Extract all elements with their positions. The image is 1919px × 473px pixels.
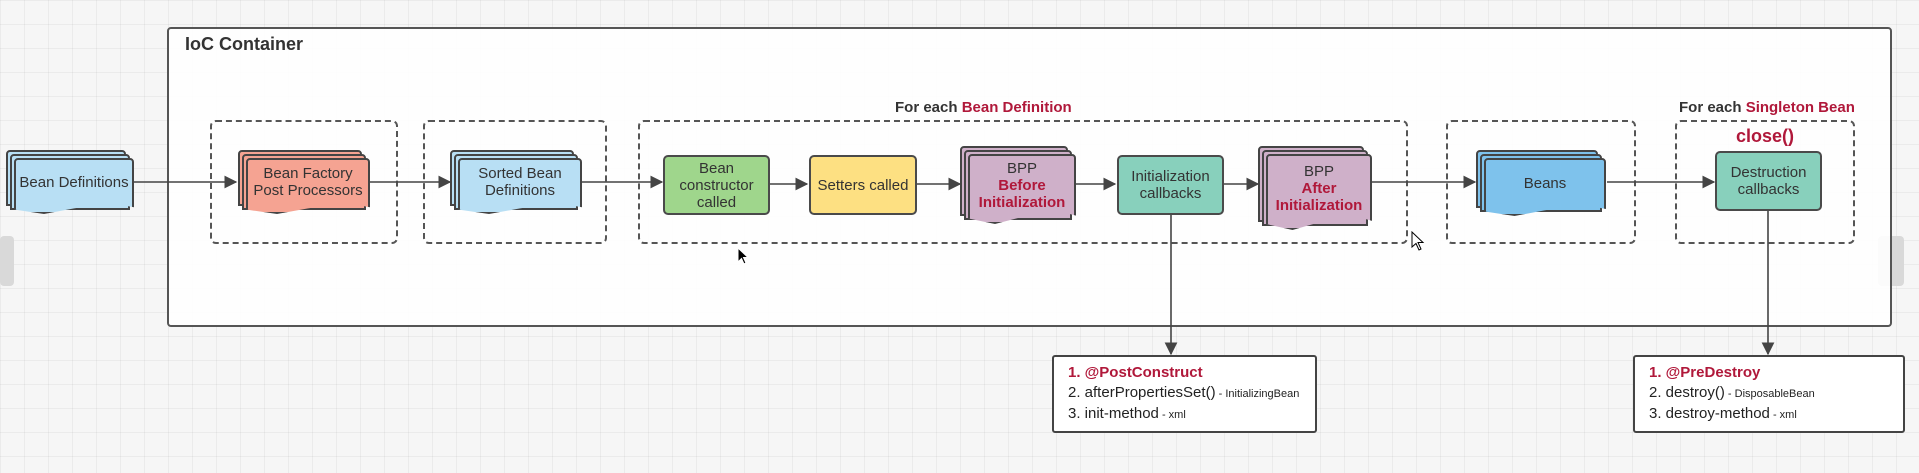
close-method-label: close() [1736, 126, 1795, 146]
container-title: IoC Container [185, 34, 304, 54]
bean-definition-group-label: For each Bean Definition [895, 99, 1072, 116]
group-label-prefix: For each [895, 99, 962, 116]
left-side-tab[interactable] [0, 236, 14, 286]
singleton-bean-group-label: For each Singleton Bean [1679, 99, 1855, 116]
bean-constructor-node: Bean constructor called [663, 155, 770, 215]
setters-called-node: Setters called [809, 155, 917, 215]
group-label-prefix: For each [1679, 99, 1746, 116]
init-method-item: 3. init-method - xml [1068, 404, 1315, 425]
bpp-after-highlight: After Initialization [1275, 179, 1363, 214]
beans-node: Beans [1476, 150, 1606, 216]
bean-definitions-node: Bean Definitions [6, 150, 134, 214]
group-label-highlight: Singleton Bean [1745, 99, 1855, 116]
bpp-before-title: BPP [1006, 159, 1037, 177]
sorted-bean-definitions-node: Sorted Bean Definitions [450, 150, 582, 214]
item-detail: - xml [1158, 409, 1186, 421]
mouse-cursor-icon [1411, 231, 1425, 251]
destruction-callbacks-node: Destruction callbacks [1715, 151, 1822, 211]
bpp-before-node: BPP Before Initialization [960, 146, 1076, 224]
item-main: 2. destroy() [1649, 384, 1725, 401]
destruction-methods-note: 1. @PreDestroy 2. destroy() - Disposable… [1633, 355, 1905, 433]
initialization-methods-note: 1. @PostConstruct 2. afterPropertiesSet(… [1052, 355, 1317, 433]
item-main: 3. init-method [1068, 405, 1159, 422]
destroy-item: 2. destroy() - DisposableBean [1649, 383, 1903, 404]
item-detail: - InitializingBean [1215, 388, 1300, 400]
post-construct-item: 1. @PostConstruct [1068, 364, 1203, 381]
item-main: 2. afterPropertiesSet() [1068, 384, 1216, 401]
bpp-after-node: BPP After Initialization [1258, 146, 1372, 230]
mouse-cursor-icon [737, 247, 749, 265]
pre-destroy-item: 1. @PreDestroy [1649, 364, 1761, 381]
item-main: 3. destroy-method [1649, 405, 1770, 422]
item-detail: - DisposableBean [1724, 388, 1815, 400]
destroy-method-item: 3. destroy-method - xml [1649, 404, 1903, 425]
group-label-highlight: Bean Definition [961, 99, 1072, 116]
bpp-before-label: BPP Before Initialization [968, 154, 1076, 224]
after-properties-set-item: 2. afterPropertiesSet() - InitializingBe… [1068, 383, 1315, 404]
item-detail: - xml [1769, 409, 1797, 421]
bpp-before-highlight: Before Initialization [978, 176, 1066, 211]
bean-factory-post-processors-node: Bean Factory Post Processors [238, 150, 370, 214]
sorted-bean-definitions-label: Sorted Bean Definitions [458, 158, 582, 214]
bpp-after-title: BPP [1303, 162, 1334, 180]
initialization-callbacks-node: Initialization callbacks [1117, 155, 1224, 215]
